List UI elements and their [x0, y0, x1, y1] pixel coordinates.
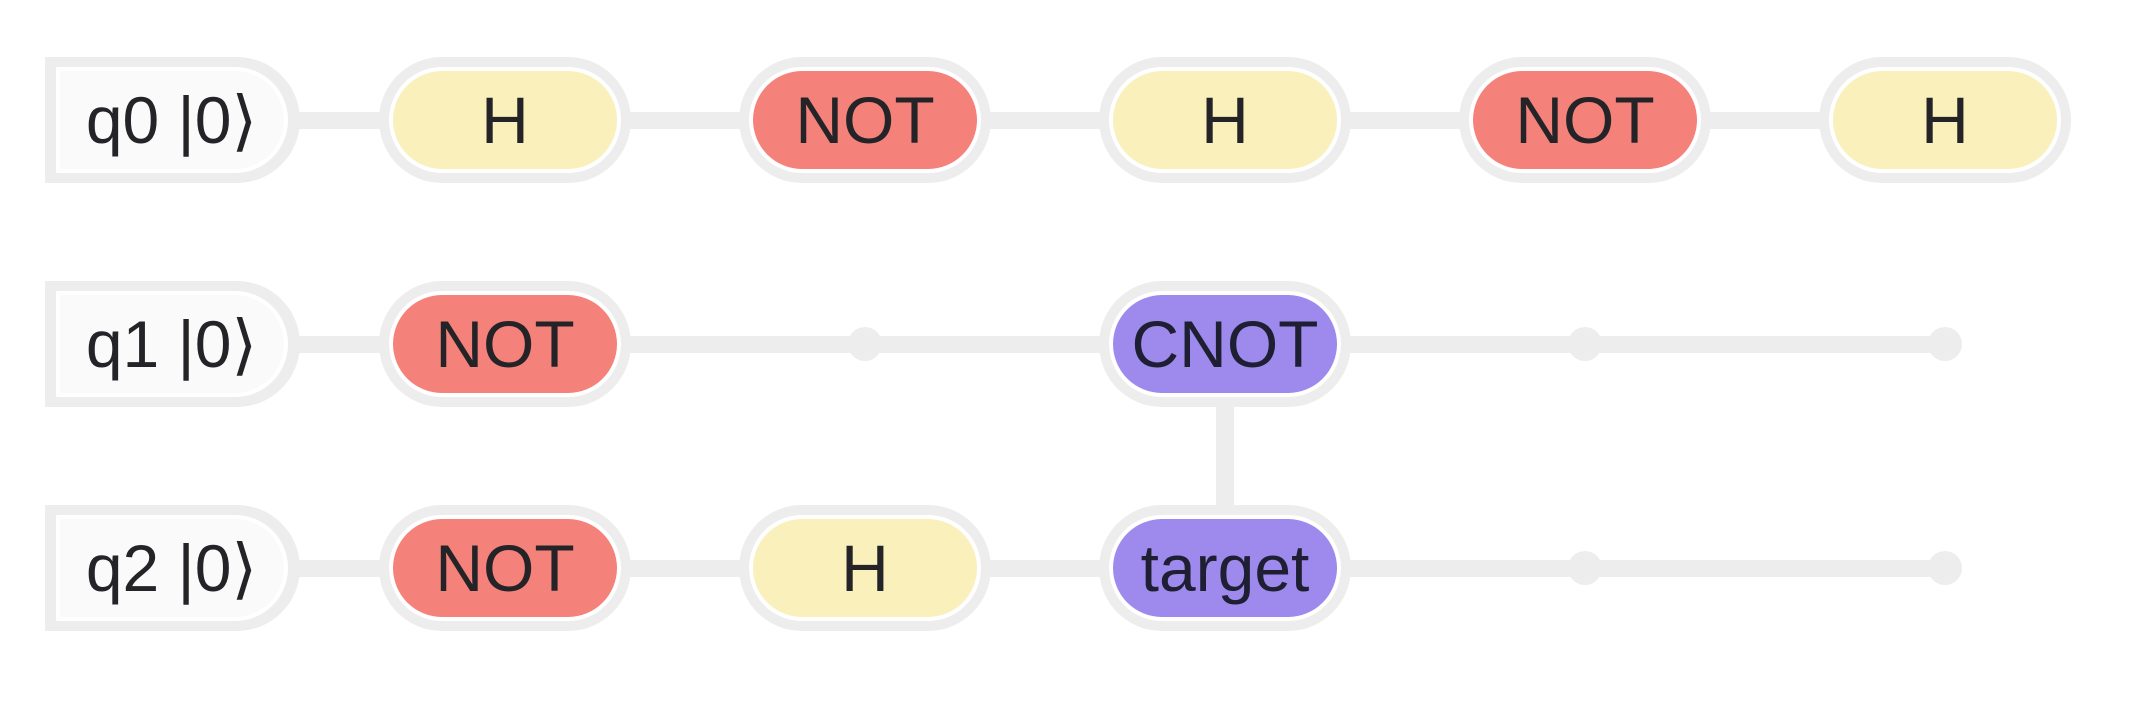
gate-not[interactable]: NOT: [1459, 57, 1711, 183]
gate-label: target: [1113, 519, 1337, 617]
gate-label: NOT: [753, 71, 977, 169]
gate-label: H: [393, 71, 617, 169]
qubit-label-text: q0 |0⟩: [59, 71, 284, 169]
gate-label: CNOT: [1113, 295, 1337, 393]
gate-label: H: [753, 519, 977, 617]
gate-label: H: [1113, 71, 1337, 169]
wire-node[interactable]: [1928, 551, 1962, 585]
wire-node[interactable]: [1568, 327, 1602, 361]
gate-not[interactable]: NOT: [739, 57, 991, 183]
wire-node[interactable]: [848, 327, 882, 361]
gate-label: H: [1833, 71, 2057, 169]
qubit-label-text: q2 |0⟩: [59, 519, 284, 617]
gate-label: NOT: [1473, 71, 1697, 169]
qubit-label-q0[interactable]: q0 |0⟩: [45, 57, 300, 183]
qubit-label-text: q1 |0⟩: [59, 295, 284, 393]
gate-h[interactable]: H: [739, 505, 991, 631]
gate-label: NOT: [393, 295, 617, 393]
gate-not[interactable]: NOT: [379, 505, 631, 631]
gate-h[interactable]: H: [1099, 57, 1351, 183]
gate-h[interactable]: H: [379, 57, 631, 183]
qubit-label-q2[interactable]: q2 |0⟩: [45, 505, 300, 631]
gate-not[interactable]: NOT: [379, 281, 631, 407]
gate-target[interactable]: target: [1099, 505, 1351, 631]
gate-label: NOT: [393, 519, 617, 617]
gate-cnot[interactable]: CNOT: [1099, 281, 1351, 407]
qubit-label-q1[interactable]: q1 |0⟩: [45, 281, 300, 407]
wire-node[interactable]: [1568, 551, 1602, 585]
wire-node[interactable]: [1928, 327, 1962, 361]
gate-h[interactable]: H: [1819, 57, 2071, 183]
